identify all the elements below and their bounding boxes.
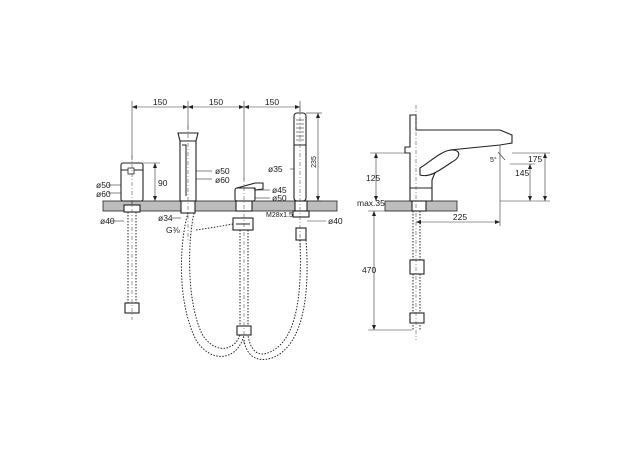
dim-right-d40: ø40 — [328, 216, 343, 226]
dim-side-h125: 125 — [366, 173, 380, 183]
front-view: 150 150 150 ø50 ø60 90 ø40 — [96, 97, 343, 360]
dim-side-h145: 145 — [515, 168, 529, 178]
dim-shower-h235: 235 — [311, 156, 318, 168]
dim-handle-d50: ø50 — [96, 180, 111, 190]
dim-150-right: 150 — [265, 97, 279, 107]
dim-side-h470: 470 — [362, 265, 376, 275]
dim-mixer-d50: ø50 — [272, 193, 287, 203]
dim-handle-h90: 90 — [158, 178, 168, 188]
dim-side-w225: 225 — [453, 212, 467, 222]
dim-left-d40: ø40 — [100, 216, 115, 226]
handle-valve — [120, 155, 144, 320]
dim-spout-d60: ø60 — [215, 175, 230, 185]
dim-side-h175: 175 — [528, 154, 542, 164]
dim-thread-d34: ø34 — [158, 213, 173, 223]
dim-thread-m28: M28x1.5 — [266, 212, 293, 219]
dim-spout-d50: ø50 — [215, 166, 230, 176]
hand-shower — [292, 108, 310, 250]
bath-spout — [177, 125, 199, 240]
dim-thread-g: G⅜ — [166, 225, 181, 235]
dim-shower-d35: ø35 — [268, 164, 283, 174]
dim-side-max35: max.35 — [357, 198, 385, 208]
dim-150-middle: 150 — [209, 97, 223, 107]
dim-150-left: 150 — [153, 97, 167, 107]
dim-handle-d60: ø60 — [96, 189, 111, 199]
side-view: 125 175 145 5° max.35 225 470 — [357, 105, 550, 340]
mixer-valve — [232, 178, 264, 345]
braided-hoses — [181, 212, 308, 360]
dim-mixer-d45: ø45 — [272, 185, 287, 195]
dim-side-angle: 5° — [490, 156, 497, 164]
deck-surface — [102, 200, 338, 212]
